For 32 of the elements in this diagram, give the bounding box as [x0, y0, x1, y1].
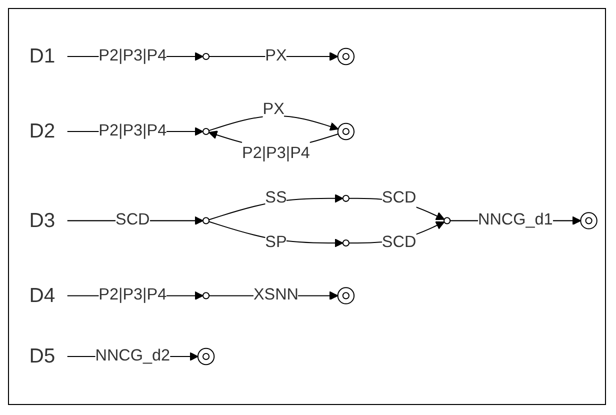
- node-circle: [444, 217, 451, 224]
- node-circle: [202, 52, 210, 60]
- edge-label: PX: [265, 47, 287, 65]
- node-circle: [342, 239, 350, 247]
- edge-label: P2|P3|P4: [98, 47, 167, 65]
- node-circle: [342, 194, 350, 202]
- node-text: D3: [29, 210, 56, 232]
- edge-label: SP: [265, 234, 287, 252]
- edge-label: XSNN: [253, 286, 299, 304]
- edge-label: PX: [262, 100, 284, 118]
- edge-label: P2|P3|P4: [98, 286, 167, 304]
- diagram-frame: P2|P3|P4 PX P2|P3|P4 PX P2|P3|P4 SCD SS SP SCD SCD NNCG_d1 P2|P3|P4 XSNN NNCG_d2 D1 D2 D3 D4 D5: [8, 8, 606, 405]
- node-doublecircle: [580, 212, 598, 230]
- node-doublecircle: [337, 287, 355, 304]
- node-circle: [202, 128, 210, 136]
- node-text: D5: [29, 345, 56, 368]
- edge-label: SCD: [382, 234, 416, 252]
- edge-label: P2|P3|P4: [242, 144, 310, 162]
- node-doublecircle: [337, 122, 355, 140]
- node-doublecircle: [337, 48, 355, 66]
- node-doublecircle: [197, 348, 215, 366]
- edge-label: NNCG_d2: [95, 347, 170, 365]
- node-text: D2: [29, 120, 56, 143]
- node-circle: [202, 292, 210, 300]
- node-text: D4: [29, 284, 56, 307]
- node-text: D1: [29, 45, 56, 68]
- edge-label: SS: [265, 189, 287, 206]
- edge-label: SCD: [382, 189, 416, 206]
- edge-label: NNCG_d1: [478, 212, 553, 229]
- edge-label: P2|P3|P4: [98, 122, 167, 140]
- node-circle: [202, 217, 210, 224]
- edge-label: SCD: [116, 212, 150, 229]
